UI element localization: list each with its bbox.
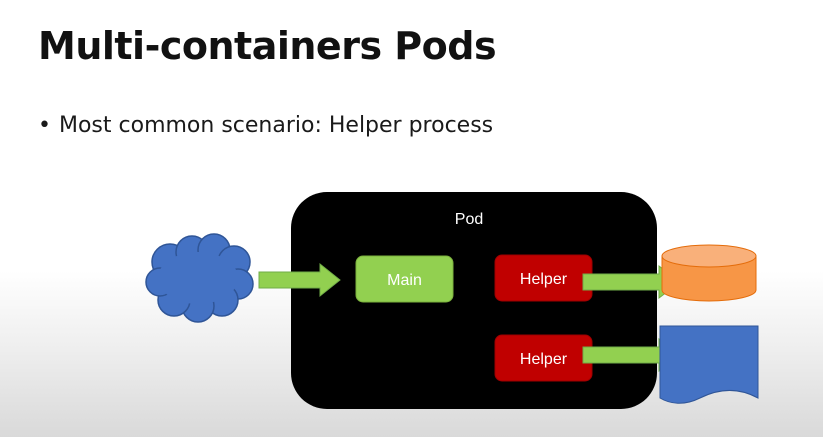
main-container-box [355,255,454,303]
bullet-text: Most common scenario: Helper process [58,113,494,138]
document-icon [659,325,759,404]
helper-container-label-bottom: Helper [520,351,568,368]
bullet-point: • Most common scenario: Helper process [38,111,493,141]
cloud-icon [145,233,254,323]
main-container-label: Main [387,272,422,289]
helper-container-label-top: Helper [520,271,568,288]
slide-title: Multi-containers Pods [38,24,497,68]
database-icon [661,244,757,302]
bullet-symbol: • [38,113,51,138]
arrow-cloud-to-main [258,262,341,298]
pod-label: Pod [455,211,483,228]
